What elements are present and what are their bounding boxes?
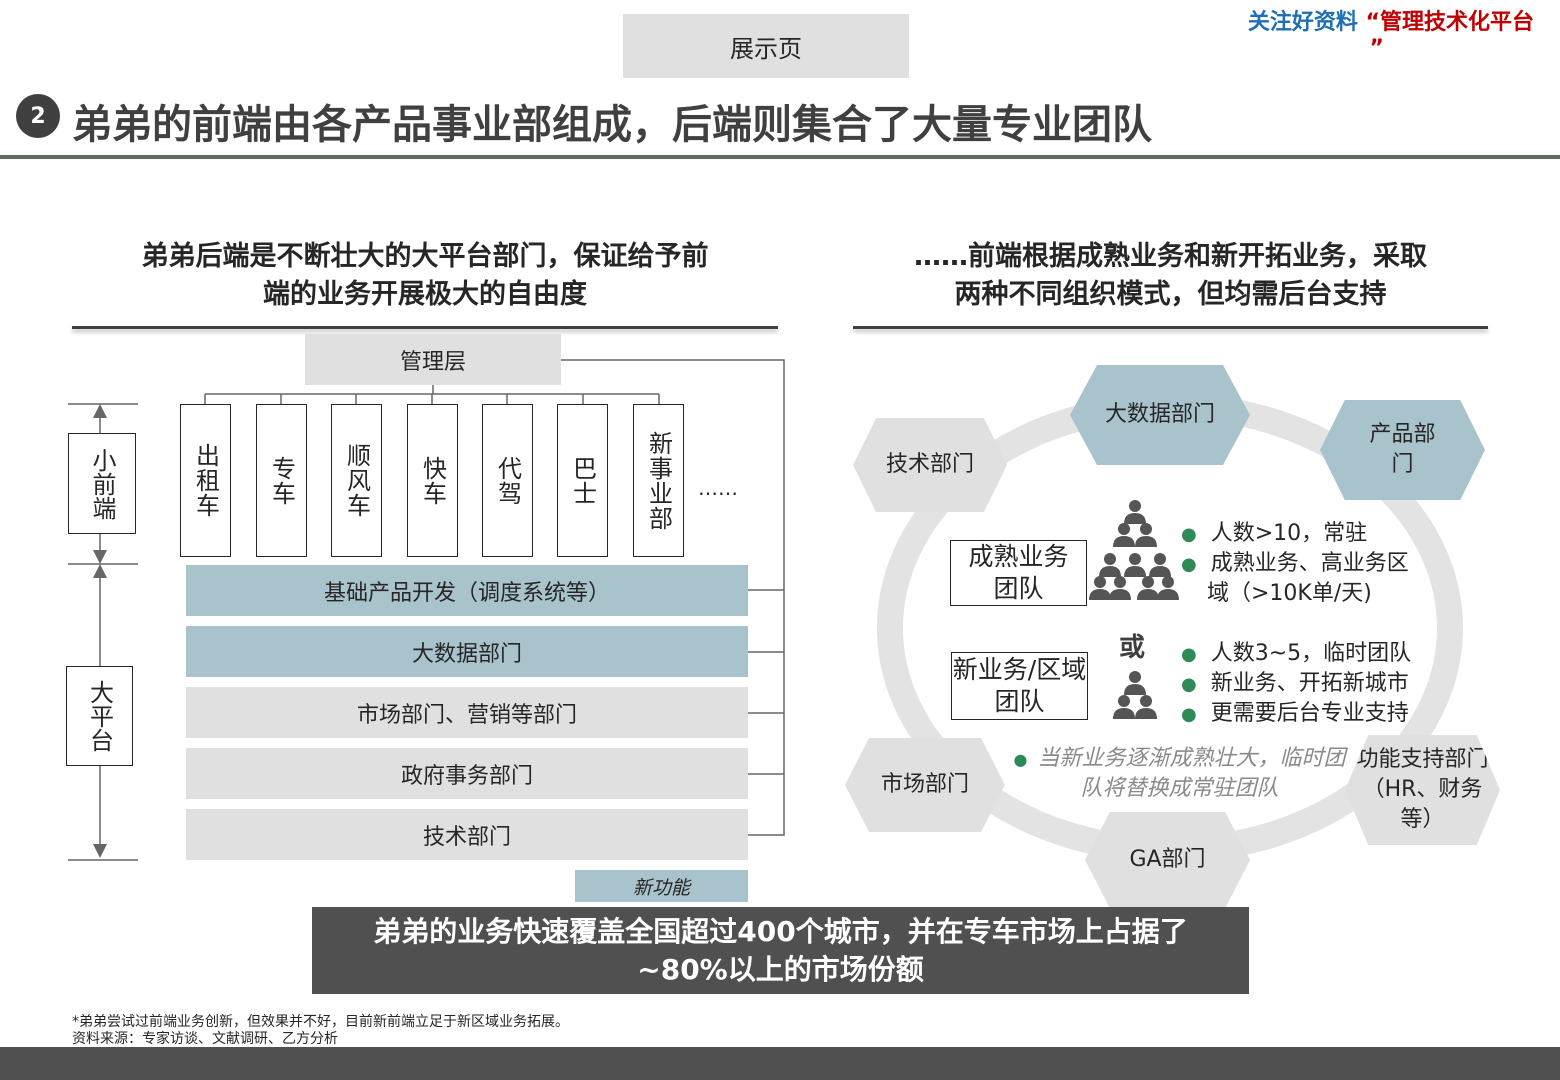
- title-rule: [0, 155, 1560, 159]
- page-tag: 展示页: [623, 14, 909, 78]
- right-subtitle-line: ……前端根据成熟业务和新开拓业务，采取: [914, 241, 1427, 272]
- bullet-item: ●成熟业务、高业务区域（>10K单/天): [1181, 551, 1409, 606]
- unit-express: 快车: [407, 404, 458, 557]
- management-box: 管理层: [305, 334, 561, 385]
- promo-blue: 关注好资料: [1247, 10, 1358, 35]
- hex-market: 市场部门: [845, 738, 1005, 832]
- source-line: 资料来源：专家访谈、文献调研、乙方分析: [72, 1031, 338, 1047]
- right-subtitle-line: 两种不同组织模式，但均需后台支持: [954, 279, 1387, 310]
- new-bullets: ●人数3~5，临时团队 ●新业务、开拓新城市 ●更需要后台专业支持: [1181, 639, 1411, 729]
- footnote-line: *弟弟尝试过前端业务创新，但效果并不好，目前新前端立足于新区域业务拓展。: [72, 1014, 569, 1030]
- people-icon: [1089, 500, 1179, 719]
- hex-bigdata: 大数据部门: [1070, 365, 1250, 465]
- bar-marketing: 市场部门、营销等部门: [186, 687, 748, 738]
- bar-government: 政府事务部门: [186, 748, 748, 799]
- left-subtitle-line: 弟弟后端是不断壮大的大平台部门，保证给予前: [141, 241, 709, 272]
- new-feature-legend: 新功能: [575, 870, 748, 902]
- footer-bar: [0, 1047, 1560, 1080]
- bullet-text: 成熟业务、高业务区域（>10K单/天): [1207, 551, 1409, 606]
- bar-bigdata: 大数据部门: [186, 626, 748, 677]
- bullet-text: 人数3~5，临时团队: [1210, 641, 1412, 666]
- bar-basic-product: 基础产品开发（调度系统等）: [186, 565, 748, 616]
- bullet-item: ●人数3~5，临时团队: [1181, 641, 1412, 666]
- hex-product: 产品部门: [1320, 400, 1485, 500]
- or-label: 或: [1119, 633, 1146, 663]
- new-team-box: 新业务/区域团队: [951, 652, 1088, 720]
- transition-note: ●当新业务逐渐成熟壮大，临时团队将替换成常驻团队: [1013, 746, 1346, 801]
- unit-taxi: 出租车: [180, 404, 231, 557]
- hex-tech: 技术部门: [853, 418, 1007, 512]
- org-connectors: [68, 359, 785, 861]
- small-front-label: 小前端: [68, 433, 136, 534]
- footnote: *弟弟尝试过前端业务创新，但效果并不好，目前新前端立足于新区域业务拓展。资料来源…: [72, 1014, 569, 1048]
- hex-support: 功能支持部门（HR、财务等）: [1345, 735, 1500, 845]
- bullet-text: 更需要后台专业支持: [1210, 701, 1409, 726]
- right-underline: [853, 326, 1488, 329]
- right-subtitle: ……前端根据成熟业务和新开拓业务，采取两种不同组织模式，但均需后台支持: [853, 238, 1488, 314]
- unit-bus: 巴士: [557, 404, 608, 557]
- promo-text: 关注好资料 “管理技术化平台”: [1248, 10, 1534, 62]
- bullet-item: ●新业务、开拓新城市: [1181, 671, 1409, 696]
- unit-hitch: 顺风车: [331, 404, 382, 557]
- promo-red: “管理技术化平台: [1365, 10, 1534, 35]
- mature-team-box: 成熟业务团队: [950, 540, 1087, 606]
- note-text: 当新业务逐渐成熟壮大，临时团队将替换成常驻团队: [1037, 746, 1346, 801]
- big-platform-label: 大平台: [66, 666, 133, 766]
- section-number: 2: [16, 94, 60, 138]
- bullet-text: 新业务、开拓新城市: [1210, 671, 1409, 696]
- left-subtitle-line: 端的业务开展极大的自由度: [263, 279, 587, 310]
- mature-bullets: ●人数>10，常驻 ●成熟业务、高业务区域（>10K单/天): [1181, 519, 1421, 608]
- summary-banner: 弟弟的业务快速覆盖全国超过400个城市，并在专车市场上占据了~80%以上的市场份…: [312, 907, 1249, 994]
- more-units: ……: [698, 476, 738, 500]
- page-title: 弟弟的前端由各产品事业部组成，后端则集合了大量专业团队: [72, 102, 1152, 148]
- bullet-text: 人数>10，常驻: [1210, 521, 1368, 546]
- promo-red-close: ”: [1369, 36, 1384, 61]
- left-subtitle: 弟弟后端是不断壮大的大平台部门，保证给予前端的业务开展极大的自由度: [72, 238, 778, 314]
- unit-premier: 专车: [256, 404, 307, 557]
- bullet-item: ●更需要后台专业支持: [1181, 701, 1409, 726]
- left-underline: [72, 326, 778, 329]
- unit-new-business: 新事业部: [633, 404, 684, 557]
- bullet-item: ●人数>10，常驻: [1181, 521, 1368, 546]
- bar-tech: 技术部门: [186, 809, 748, 860]
- unit-driver: 代驾: [482, 404, 533, 557]
- hex-ga: GA部门: [1085, 812, 1250, 908]
